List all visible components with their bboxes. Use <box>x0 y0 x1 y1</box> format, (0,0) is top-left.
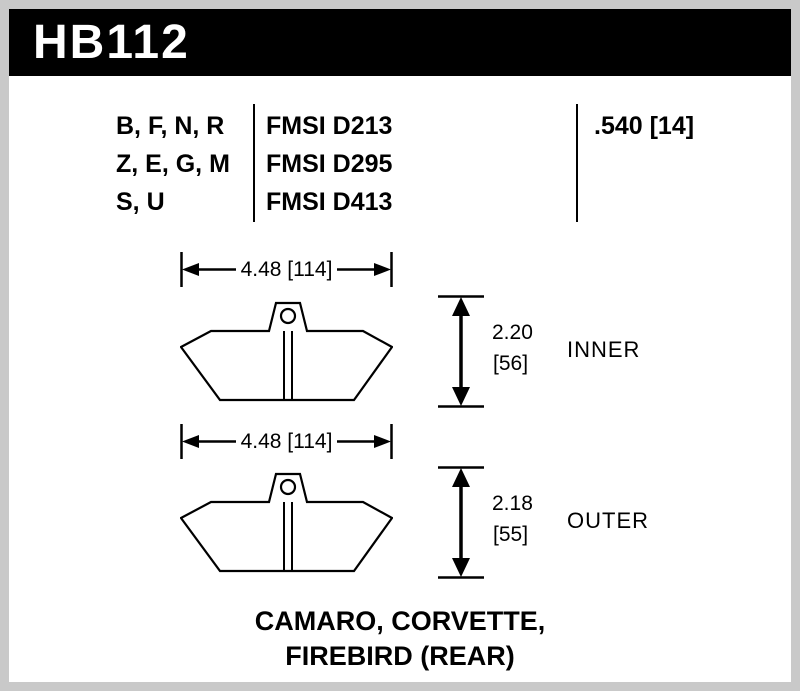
width-dimension-arrow-icon <box>180 252 393 287</box>
height-value-in-inner: 2.20 <box>492 321 533 344</box>
guide-pin-hole-icon <box>279 307 297 325</box>
height-value-mm-inner: [56] <box>493 352 529 375</box>
pad-outline <box>180 301 393 402</box>
pad-drawing-inner <box>180 301 393 402</box>
application-line-2: FIREBIRD (REAR) <box>285 641 515 671</box>
page: HB112 B, F, N, R Z, E, G, M S, U FMSI D2… <box>9 9 791 682</box>
part-number-header: HB112 <box>9 9 791 76</box>
height-dimension-arrow-icon <box>438 466 484 579</box>
part-number: HB112 <box>33 16 190 69</box>
compound-codes-column: B, F, N, R Z, E, G, M S, U <box>116 107 230 221</box>
application-line-1: CAMARO, CORVETTE, <box>254 606 546 636</box>
fmsi-number-row: FMSI D213 <box>266 112 393 140</box>
fmsi-number-row: FMSI D295 <box>266 150 393 178</box>
compound-codes-row: B, F, N, R <box>116 112 225 140</box>
pad-drawing-outer <box>180 472 393 573</box>
width-dimension-label-outer: 4.48 [114] <box>240 430 333 453</box>
compound-codes-row: Z, E, G, M <box>116 150 230 178</box>
width-dimension-arrow-icon <box>180 424 393 459</box>
pad-position-label-outer: OUTER <box>567 508 649 533</box>
guide-pin-hole-icon <box>279 478 297 496</box>
pad-position-label-inner: INNER <box>567 337 641 362</box>
fmsi-number-row: FMSI D413 <box>266 188 393 216</box>
width-dimension-label-inner: 4.48 [114] <box>240 258 333 281</box>
compound-codes-row: S, U <box>116 188 165 216</box>
table-divider-right <box>576 104 578 222</box>
height-dimension-arrow-icon <box>438 295 484 408</box>
pad-outline <box>180 472 393 573</box>
pad-thickness-value: .540 [14] <box>594 112 695 140</box>
fmsi-numbers-column: FMSI D213 FMSI D295 FMSI D413 <box>266 107 392 221</box>
height-value-in-outer: 2.18 <box>492 492 533 515</box>
table-divider-left <box>253 104 255 222</box>
height-value-mm-outer: [55] <box>493 523 529 546</box>
